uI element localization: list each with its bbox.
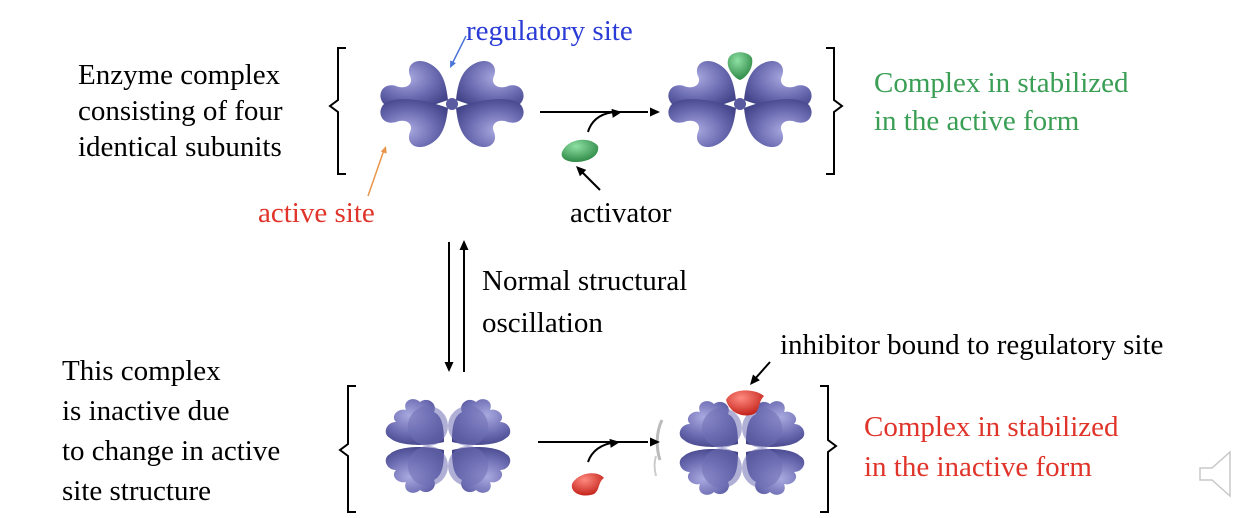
enzyme-inactive-bottom-right bbox=[679, 401, 805, 495]
enzyme-active-top-right bbox=[668, 60, 812, 148]
enzyme-active-top-left bbox=[380, 60, 524, 148]
inhibitor-label: inhibitor bound to regulatory site bbox=[780, 329, 1164, 361]
oscillation-label-line-2: oscillation bbox=[482, 307, 603, 339]
activator-label: activator bbox=[570, 197, 672, 229]
bottom-left-label-line-4: site structure bbox=[62, 475, 211, 507]
bottom-left-label-line-2: is inactive due bbox=[62, 395, 230, 427]
regulatory-site-label: regulatory site bbox=[466, 15, 633, 47]
enzyme-inactive-bottom-left bbox=[385, 399, 511, 493]
top-right-label-line-2: in the active form bbox=[874, 105, 1080, 137]
bottom-left-label-line-1: This complex bbox=[62, 355, 221, 387]
top-left-label-line-1: Enzyme complex bbox=[78, 59, 281, 91]
bound-activator bbox=[727, 52, 753, 80]
bottom-left-label-line-3: to change in active bbox=[62, 435, 281, 467]
top-left-label-line-2: consisting of four bbox=[78, 95, 283, 127]
bottom-right-label-line-2: in the inactive form bbox=[864, 451, 1092, 483]
bound-inhibitor bbox=[726, 390, 764, 416]
oscillation-label-line-1: Normal structural bbox=[482, 265, 688, 297]
free-activator bbox=[561, 139, 599, 162]
free-inhibitor bbox=[571, 473, 604, 496]
top-left-label-line-3: identical subunits bbox=[78, 131, 282, 163]
bottom-right-label-line-1: Complex in stabilized bbox=[864, 411, 1119, 443]
active-site-label: active site bbox=[258, 197, 375, 229]
speaker-icon[interactable] bbox=[1199, 450, 1231, 498]
top-right-label-line-1: Complex in stabilized bbox=[874, 67, 1129, 99]
